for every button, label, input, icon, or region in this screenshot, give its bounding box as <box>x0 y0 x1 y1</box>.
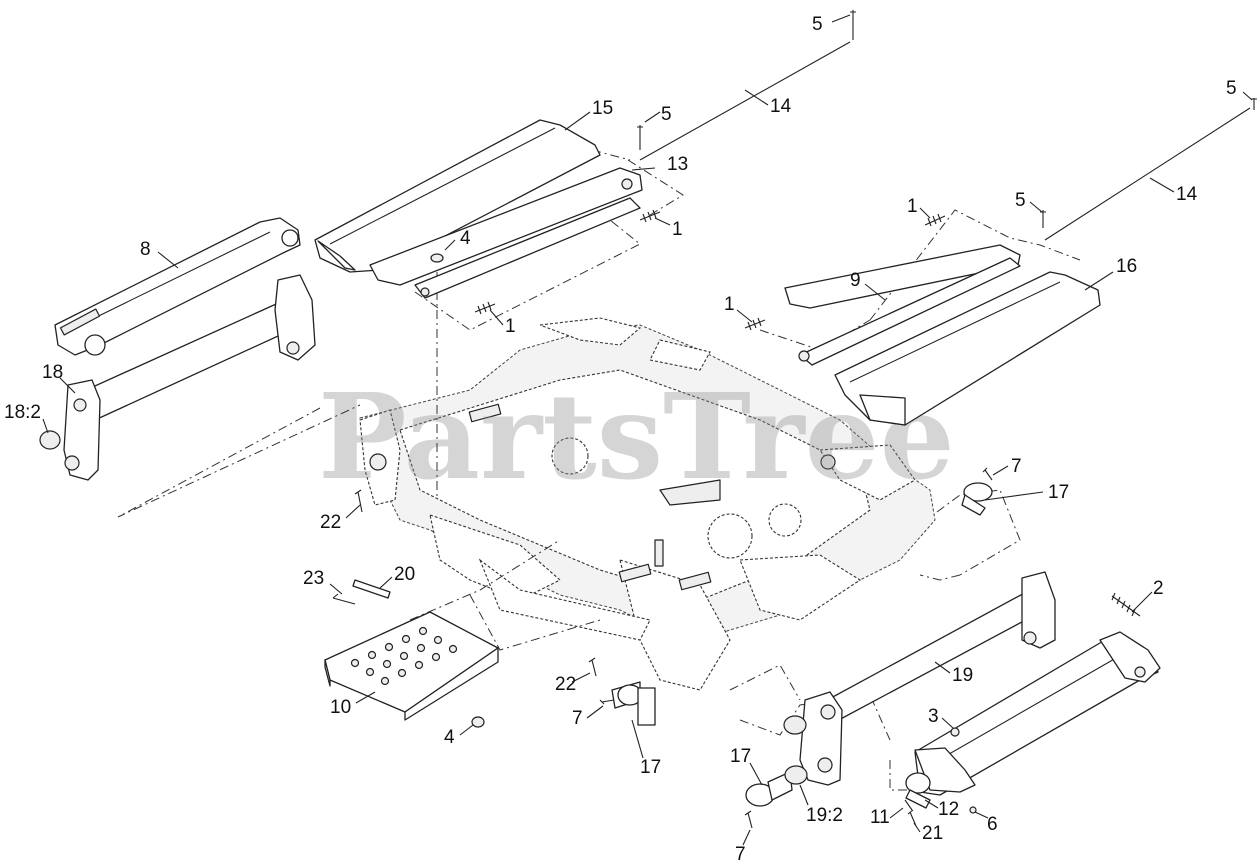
frame-bushing-right <box>820 454 836 470</box>
callout-labels: 5 14 15 5 13 1 4 1 8 18 18:2 5 14 5 1 16… <box>4 14 1237 865</box>
callout-10: 10 <box>330 697 351 718</box>
part-23-clip <box>332 593 356 605</box>
shaft-bolt-d <box>820 704 836 720</box>
callout-9: 9 <box>850 270 861 291</box>
callout-19: 19 <box>952 665 973 686</box>
part-5-pin-r2 <box>1040 210 1046 228</box>
callout-6: 6 <box>987 814 998 835</box>
part-7-bolt-mid <box>599 699 615 705</box>
frame-slot-c <box>678 571 712 591</box>
frame-pin <box>654 539 664 567</box>
callout-21: 21 <box>922 823 943 844</box>
main-frame <box>359 317 936 691</box>
callout-13: 13 <box>667 154 688 175</box>
frame-slot-a <box>468 403 502 423</box>
part-20-pin <box>352 579 391 599</box>
part-22-bolt-a <box>354 489 363 513</box>
part-16-cover <box>834 271 1101 426</box>
part-8-handle <box>54 217 301 356</box>
callout-23: 23 <box>303 568 324 589</box>
hinge-bolt-a <box>621 178 633 190</box>
part-14-rod-top <box>639 41 851 161</box>
callout-14-right: 14 <box>1176 184 1198 205</box>
callout-22-a: 22 <box>320 512 341 533</box>
part-18-2-bushing <box>39 430 61 450</box>
callout-8: 8 <box>140 239 151 260</box>
part-18-shaft <box>63 274 316 481</box>
part-11-washer <box>904 799 913 811</box>
part-6-nut <box>969 806 977 814</box>
foot-plate-holes <box>350 626 458 686</box>
shaft-bolt-e <box>817 757 833 773</box>
callout-11: 11 <box>870 807 890 828</box>
callout-7-right: 7 <box>1011 456 1022 477</box>
callout-19-2: 19:2 <box>806 805 843 826</box>
part-9-hinge-bracket <box>784 244 1021 366</box>
callout-1-c: 1 <box>907 196 918 217</box>
part-5-pin-mid <box>637 125 643 150</box>
part-19-bushing-a <box>783 715 807 735</box>
callout-14-top: 14 <box>770 96 792 117</box>
callout-5-right: 5 <box>1226 78 1237 99</box>
frame-hole-c <box>768 503 802 537</box>
callout-22-b: 22 <box>555 674 576 695</box>
callout-15: 15 <box>592 98 613 119</box>
part-5-pin-right <box>1251 98 1257 110</box>
callout-2: 2 <box>1153 578 1164 599</box>
part-19-2-bushing <box>784 765 808 785</box>
callout-5-mid: 5 <box>661 104 672 125</box>
callout-17-mid: 17 <box>640 757 661 778</box>
callout-18: 18 <box>42 362 63 383</box>
callout-3: 3 <box>928 706 939 727</box>
part-8-grip <box>59 308 101 336</box>
part-5-pin-top <box>850 10 856 40</box>
part-1-springs <box>474 209 946 331</box>
callout-leaders <box>42 14 1253 846</box>
part-12-clamp <box>905 772 931 809</box>
callout-4-bottom: 4 <box>444 727 455 748</box>
frame-hole-b <box>707 513 753 559</box>
part-3-nut <box>950 727 960 737</box>
frame-slot-b <box>618 563 652 583</box>
callout-5-top: 5 <box>812 14 823 35</box>
part-17-pin-right <box>961 482 993 516</box>
frame-bushing-left <box>369 453 387 471</box>
callout-17-right: 17 <box>1048 482 1069 503</box>
part-7-bolt-bottom <box>744 810 753 829</box>
callout-18-2: 18:2 <box>4 402 41 423</box>
shaft-bolt-a <box>73 398 87 412</box>
part-7-bolt-right <box>982 467 993 481</box>
part-19-shaft <box>799 571 1056 786</box>
frame-bracket <box>659 479 721 506</box>
part-15-cover <box>314 119 601 273</box>
part-17-pin-mid <box>611 681 656 726</box>
shaft-bolt-c <box>286 341 300 355</box>
callout-7-bottom: 7 <box>735 844 746 865</box>
part-10-foot-plate <box>324 611 499 721</box>
callout-16: 16 <box>1116 256 1137 277</box>
part-4-nut-bottom <box>471 716 485 728</box>
part-2-spring <box>1111 592 1141 617</box>
part-4-nut-top <box>430 253 444 263</box>
callout-7-mid: 7 <box>572 708 583 729</box>
handle-bolt-a <box>1134 666 1146 678</box>
callout-12: 12 <box>938 799 959 820</box>
hinge-bolt-c <box>798 350 810 362</box>
hinge-bolt-b <box>420 287 430 297</box>
shaft-bolt-f <box>1023 631 1037 645</box>
callout-1-b: 1 <box>505 316 516 337</box>
callout-1-a: 1 <box>672 219 683 240</box>
callout-5-r2: 5 <box>1015 190 1026 211</box>
callout-17-bottom: 17 <box>730 746 751 767</box>
callout-20: 20 <box>394 564 415 585</box>
callout-4-top: 4 <box>460 228 471 249</box>
shaft-bolt-b <box>64 455 80 471</box>
leader-lines <box>117 149 1081 791</box>
callout-1-d: 1 <box>724 294 735 315</box>
part-22-bolt-b <box>588 657 597 677</box>
part-14-rod-right <box>1044 107 1251 241</box>
frame-hole-a <box>551 437 589 475</box>
